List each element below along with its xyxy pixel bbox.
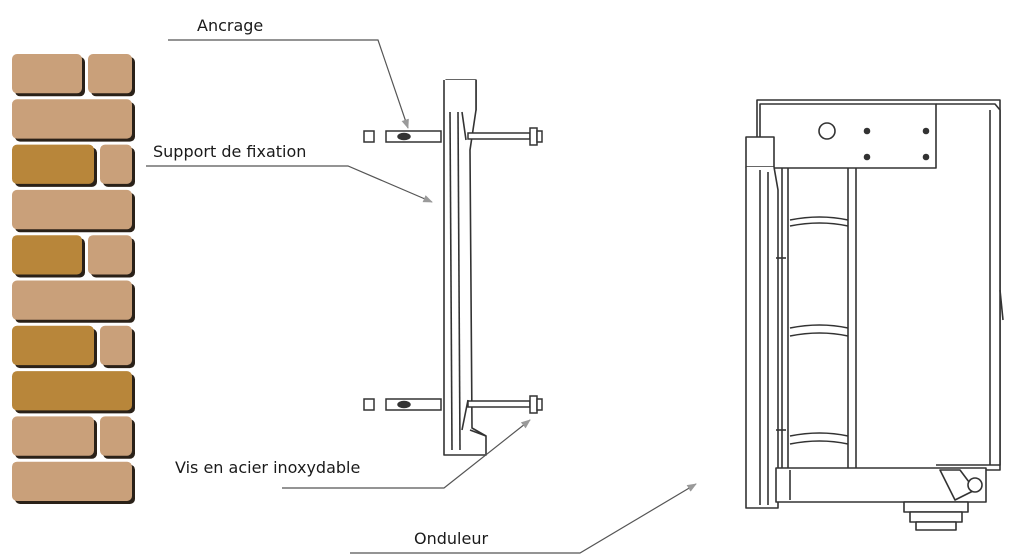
anchor-bottom-icon (363, 398, 442, 411)
label-anchor: Ancrage (197, 16, 263, 35)
brick (100, 144, 132, 184)
brick (88, 54, 132, 94)
brick (12, 189, 132, 230)
label-screw: Vis en acier inoxydable (175, 458, 360, 477)
brick (12, 371, 132, 411)
brick (12, 235, 82, 275)
brick (12, 99, 132, 139)
brick (12, 144, 94, 184)
leader-lines (146, 39, 697, 554)
screw-top-icon (467, 127, 543, 146)
inverter-leader (350, 483, 697, 554)
brick (12, 461, 132, 501)
brick (12, 325, 94, 366)
anchor-leader (168, 39, 409, 129)
inverter-unit-icon (745, 99, 1004, 531)
brick (100, 416, 132, 456)
brick-wall-icon (12, 54, 135, 504)
screw-leader (282, 419, 531, 489)
bracket-leader (146, 165, 433, 203)
anchor-top-icon (363, 130, 442, 143)
label-inverter: Onduleur (414, 529, 488, 548)
brick (100, 325, 132, 366)
brick (12, 54, 82, 94)
brick (12, 280, 132, 320)
mounting-bracket-icon (443, 79, 487, 456)
brick (12, 416, 94, 456)
label-bracket: Support de fixation (153, 142, 306, 161)
brick (88, 235, 132, 275)
screw-bottom-icon (467, 395, 543, 414)
